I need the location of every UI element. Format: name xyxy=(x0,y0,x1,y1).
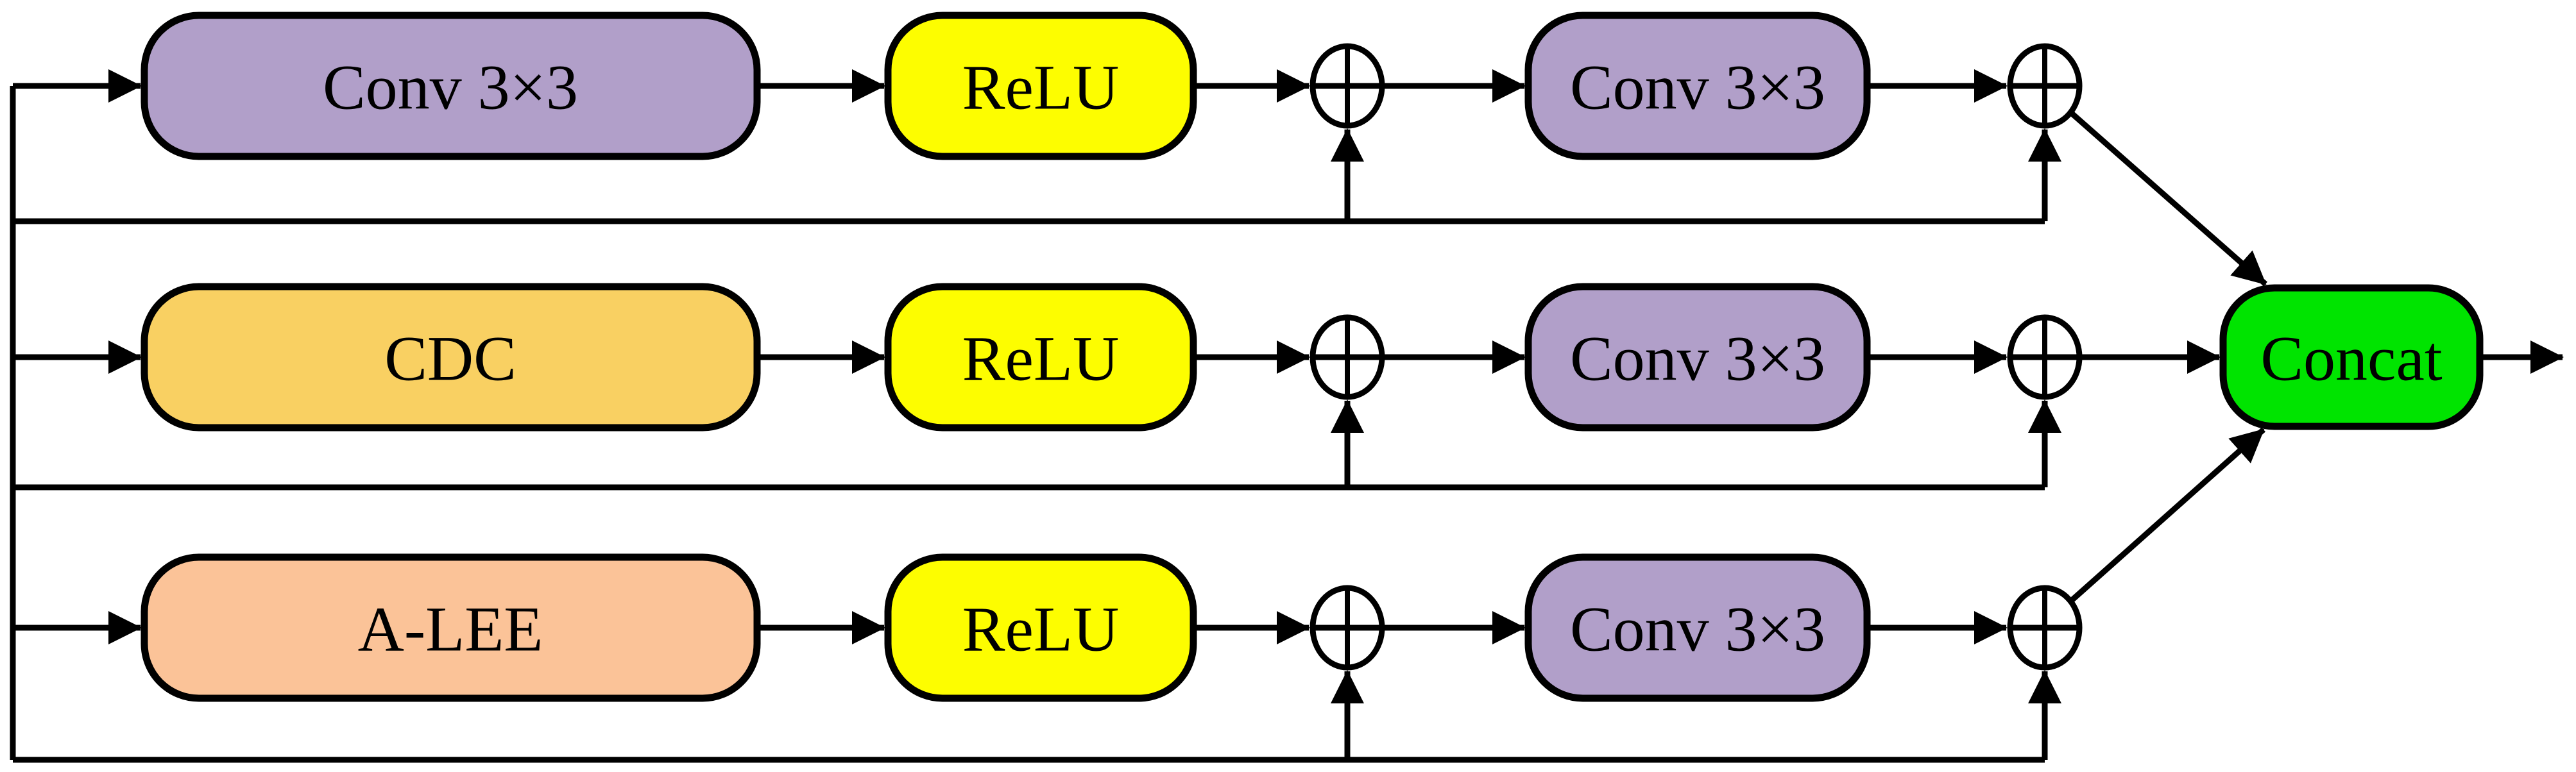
branch-2-add-node-1 xyxy=(1309,314,1385,400)
branch-1-conv3x3-1-box xyxy=(141,12,761,160)
branch-3-blocks: A-LEE ReLU Conv 3×3 xyxy=(141,553,1871,702)
branch-2-add-node-2 xyxy=(2007,314,2083,400)
concat-label: Concat xyxy=(2260,323,2442,394)
branch-3-relu-label: ReLU xyxy=(962,594,1119,665)
branch-2-relu-label: ReLU xyxy=(962,323,1119,394)
branch-3-alee-label: A-LEE xyxy=(358,594,543,665)
branch-2-cdc-box xyxy=(141,283,761,432)
concat-block: Concat xyxy=(2219,284,2484,430)
branch-3-conv3x3-label: Conv 3×3 xyxy=(1570,594,1825,665)
concat-box xyxy=(2219,284,2484,430)
branch-2-blocks: CDC ReLU Conv 3×3 xyxy=(141,283,1871,432)
arrow-add2-b3-to-concat xyxy=(2068,427,2265,604)
branch-1-arrows xyxy=(13,69,2267,287)
branch-3-add-node-2 xyxy=(2007,585,2083,671)
branch-2-relu-box xyxy=(884,283,1197,432)
branch-2-conv3x3-label: Conv 3×3 xyxy=(1570,323,1825,394)
arrow-add2-b1-to-concat xyxy=(2068,110,2267,287)
branch-1-relu-label: ReLU xyxy=(962,52,1119,123)
branch-3-add-node-1 xyxy=(1309,585,1385,671)
skip-connections xyxy=(13,128,2061,763)
branch-1-conv3x3-2-label: Conv 3×3 xyxy=(1570,52,1825,123)
branch-1-relu-box xyxy=(884,12,1197,160)
branch-3-conv3x3-box xyxy=(1524,553,1871,702)
branch-3-relu-box xyxy=(884,553,1197,702)
branch-1-conv3x3-1-label: Conv 3×3 xyxy=(323,52,578,123)
branch-2-cdc-label: CDC xyxy=(384,323,516,394)
branch-3-alee-box xyxy=(141,553,761,702)
branch-1-add-node-1 xyxy=(1309,43,1385,129)
branch-1-add-node-2 xyxy=(2007,43,2083,129)
branch-1-blocks: Conv 3×3 ReLU Conv 3×3 xyxy=(141,12,1871,160)
branch-3-arrows xyxy=(13,427,2265,644)
branch-1-conv3x3-2-box xyxy=(1524,12,1871,160)
branch-2-conv3x3-box xyxy=(1524,283,1871,432)
